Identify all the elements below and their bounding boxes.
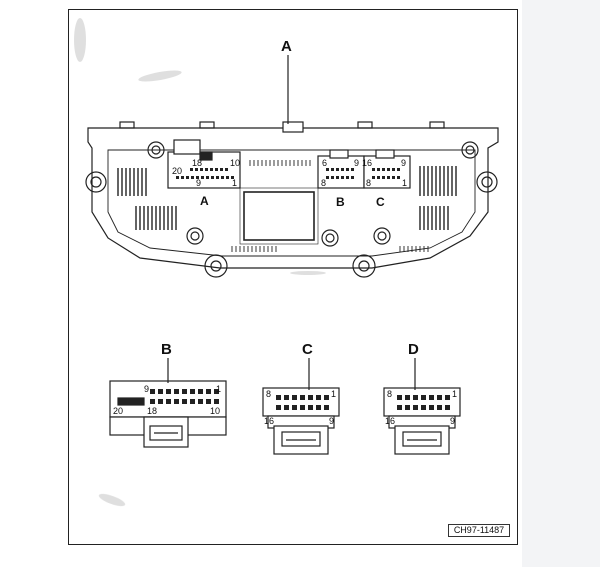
side-panel bbox=[522, 0, 600, 567]
connector-b-detail bbox=[109, 380, 227, 448]
unit-c-pin-9: 9 bbox=[401, 158, 406, 168]
connector-c-pin-9: 9 bbox=[329, 416, 334, 426]
connector-c-pin-1: 1 bbox=[331, 389, 336, 399]
connector-b-pin-9: 9 bbox=[144, 384, 149, 394]
connector-d-detail bbox=[383, 387, 461, 455]
callout-unit-b: B bbox=[336, 195, 345, 209]
unit-connector-c bbox=[363, 149, 411, 189]
unit-c-pin-1: 1 bbox=[402, 178, 407, 188]
connector-c-pin-16: 16 bbox=[264, 416, 274, 426]
unit-connector-a bbox=[167, 139, 241, 189]
connector-b-pin-18: 18 bbox=[147, 406, 157, 416]
connector-d-pin-16: 16 bbox=[385, 416, 395, 426]
connector-d-pin-8: 8 bbox=[387, 389, 392, 399]
unit-a-pin-10: 10 bbox=[230, 158, 240, 168]
unit-a-pin-9: 9 bbox=[196, 178, 201, 188]
unit-b-pin-6: 6 bbox=[322, 158, 327, 168]
connector-b-pin-1: 1 bbox=[216, 384, 221, 394]
scan-smudges bbox=[74, 18, 326, 507]
connector-d-label: D bbox=[408, 341, 419, 358]
unit-b-pin-9: 9 bbox=[354, 158, 359, 168]
unit-a-pin-20: 20 bbox=[172, 166, 182, 176]
control-unit bbox=[85, 121, 499, 278]
connector-d-pin-1: 1 bbox=[452, 389, 457, 399]
unit-c-pin-16: 16 bbox=[362, 158, 372, 168]
connector-b-pin-10: 10 bbox=[210, 406, 220, 416]
figure-code: CH97-11487 bbox=[448, 524, 510, 537]
unit-b-pin-8: 8 bbox=[321, 178, 326, 188]
connector-b-label: B bbox=[161, 341, 172, 358]
connector-b-pin-20: 20 bbox=[113, 406, 123, 416]
unit-a-pin-1: 1 bbox=[232, 178, 237, 188]
callout-top-a: A bbox=[281, 38, 292, 55]
connector-c-label: C bbox=[302, 341, 313, 358]
unit-a-pin-18: 18 bbox=[192, 158, 202, 168]
figure-frame bbox=[68, 9, 518, 545]
connector-c-pin-8: 8 bbox=[266, 389, 271, 399]
unit-c-pin-8: 8 bbox=[366, 178, 371, 188]
callout-unit-a: A bbox=[200, 194, 209, 208]
connector-d-pin-9: 9 bbox=[450, 416, 455, 426]
callout-unit-c: C bbox=[376, 195, 385, 209]
connector-c-detail bbox=[262, 387, 340, 455]
